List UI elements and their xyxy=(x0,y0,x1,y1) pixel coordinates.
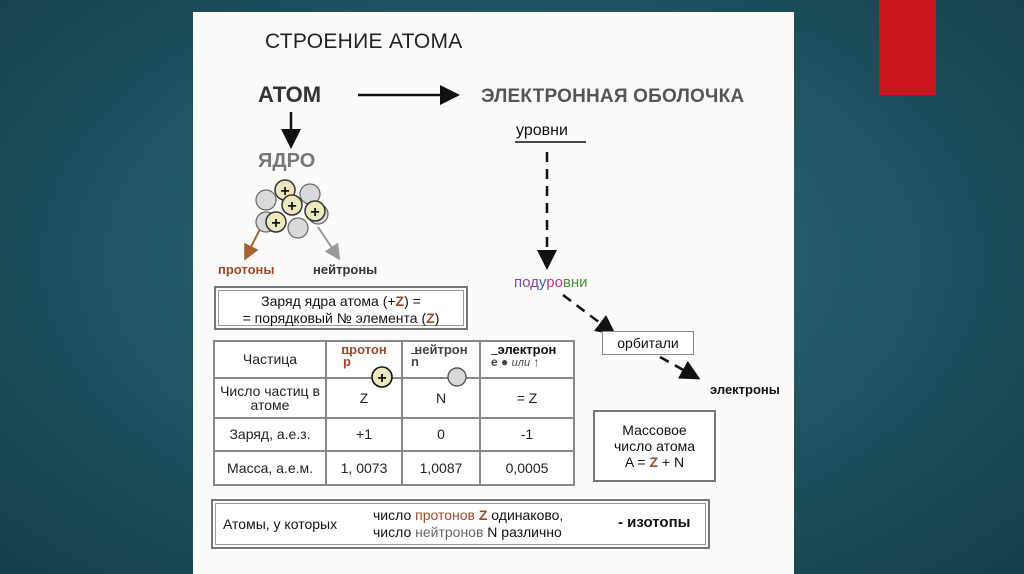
row-charge-electron: -1 xyxy=(479,417,575,452)
row-mass-neutron: 1,0087 xyxy=(401,449,481,486)
isotopes-line-1: число протонов Z одинаково, xyxy=(373,507,563,524)
isotopes-box: Атомы, у которых число протонов Z одинак… xyxy=(211,499,710,549)
spin-arrow-icon: ↑ xyxy=(533,354,540,369)
header-proton-symbol: p xyxy=(343,354,351,370)
mass-formula-z: Z xyxy=(649,454,658,470)
isotopes-line-2-neutrons: нейтронов xyxy=(415,524,484,540)
header-neutron-symbol: n xyxy=(411,354,419,370)
row-mass-proton: 1, 0073 xyxy=(325,449,403,486)
row-count-neutron: N xyxy=(401,376,481,420)
header-electron-symbol: e xyxy=(491,354,498,369)
neutrons-label: нейтроны xyxy=(313,262,378,277)
table-row: Масса, а.е.м. 1, 0073 1,0087 0,0005 xyxy=(213,449,575,486)
charge-line-1-b: ) = xyxy=(404,293,421,309)
header-neutron-name: нейтрон xyxy=(414,342,468,358)
header-electron: электрон e ● или ↑ xyxy=(479,340,575,379)
sublevels-part-1: под xyxy=(514,274,539,291)
nuclear-charge-box: Заряд ядра атома (+Z) = = порядковый № э… xyxy=(214,286,468,330)
charge-line-1-a: Заряд ядра атома (+ xyxy=(261,293,396,309)
row-count-electron: = Z xyxy=(479,376,575,420)
nucleus-to-neutrons-arrow xyxy=(317,226,341,261)
svg-text:+: + xyxy=(271,215,280,232)
isotopes-line-2-a: число xyxy=(373,524,416,540)
electron-dot-icon: ● xyxy=(501,354,509,369)
svg-text:+: + xyxy=(280,183,289,200)
isotopes-conditions: число протонов Z одинаково, число нейтро… xyxy=(373,507,563,541)
sublevels-label: подуровни xyxy=(514,274,588,291)
proton-plus-icon: + xyxy=(371,366,393,388)
svg-text:+: + xyxy=(310,204,319,221)
table-row: Заряд, а.е.з. +1 0 -1 xyxy=(213,417,575,452)
nucleus-to-protons-arrow xyxy=(244,224,263,261)
sublevels-part-3: ро xyxy=(546,274,563,291)
particles-table: Частица протон p + нейтрон n электрон e … xyxy=(213,340,575,486)
header-electron-note: или xyxy=(511,356,531,369)
atom-label: АТОМ xyxy=(258,82,322,107)
table-header-row: Частица протон p + нейтрон n электрон e … xyxy=(213,340,575,388)
isotopes-result: - изотопы xyxy=(618,514,691,531)
mass-number-box: Массовое число атома A = Z + N xyxy=(593,410,716,482)
levels-label: уровни xyxy=(516,122,568,139)
charge-line-2-b: ) xyxy=(434,310,440,326)
orbitals-label: орбитали xyxy=(617,335,679,351)
row-charge-proton: +1 xyxy=(325,417,403,452)
mass-formula-a: A = xyxy=(624,454,650,470)
sublevels-to-orbitals-arrow xyxy=(562,294,616,336)
neutron-circle-icon xyxy=(447,367,467,387)
row-mass-electron: 0,0005 xyxy=(479,449,575,486)
svg-text:+: + xyxy=(287,198,296,215)
row-charge-label: Заряд, а.е.з. xyxy=(213,417,327,452)
protons-label: протоны xyxy=(218,262,275,277)
isotopes-line-2-c: N различно xyxy=(483,524,562,540)
header-proton-name: протон xyxy=(341,342,387,358)
accent-bar xyxy=(879,0,936,95)
header-electron-name: электрон xyxy=(497,341,557,357)
row-mass-label: Масса, а.е.м. xyxy=(213,449,327,486)
header-neutron: нейтрон n xyxy=(401,340,481,387)
isotopes-line-2: число нейтронов N различно xyxy=(373,524,563,541)
electron-shell-label: ЭЛЕКТРОННАЯ ОБОЛОЧКА xyxy=(481,86,745,107)
orbitals-box: орбитали xyxy=(602,331,694,355)
isotopes-line-1-a: число xyxy=(373,507,416,523)
header-particle: Частица xyxy=(213,340,327,379)
mass-formula: A = Z + N xyxy=(595,454,714,470)
orbitals-to-electrons-arrow xyxy=(659,355,701,380)
isotopes-line-1-protons: протонов xyxy=(415,507,475,523)
header-electron-line2: e ● или ↑ xyxy=(481,356,573,369)
mass-formula-b: + N xyxy=(658,454,685,470)
sublevels-part-2: у xyxy=(538,274,547,291)
slide-title: СТРОЕНИЕ АТОМА xyxy=(265,30,463,53)
charge-line-2-z: Z xyxy=(426,310,435,326)
isotopes-line-1-d: одинаково, xyxy=(487,507,564,523)
nucleus-label: ЯДРО xyxy=(258,150,316,172)
svg-text:+: + xyxy=(377,370,386,387)
table-row: Число частиц в атоме Z N = Z xyxy=(213,376,575,420)
isotopes-lead: Атомы, у которых xyxy=(223,516,338,532)
electrons-label: электроны xyxy=(710,382,780,397)
header-proton: протон p + xyxy=(325,340,403,388)
charge-line-2-a: = порядковый № элемента ( xyxy=(242,310,427,326)
charge-line-2: = порядковый № элемента (Z) xyxy=(216,310,466,326)
mass-line-2: число атома xyxy=(613,438,696,454)
isotopes-line-1-z: Z xyxy=(478,507,488,523)
sublevels-part-4: вни xyxy=(562,274,588,291)
nucleus-cluster-icon: + + + + xyxy=(255,179,329,239)
row-charge-neutron: 0 xyxy=(401,417,481,452)
charge-line-1: Заряд ядра атома (+Z) = xyxy=(216,293,466,309)
charge-line-1-z: Z xyxy=(395,293,405,309)
row-count-label: Число частиц в атоме xyxy=(213,376,327,420)
mass-line-1: Массовое xyxy=(622,422,687,438)
